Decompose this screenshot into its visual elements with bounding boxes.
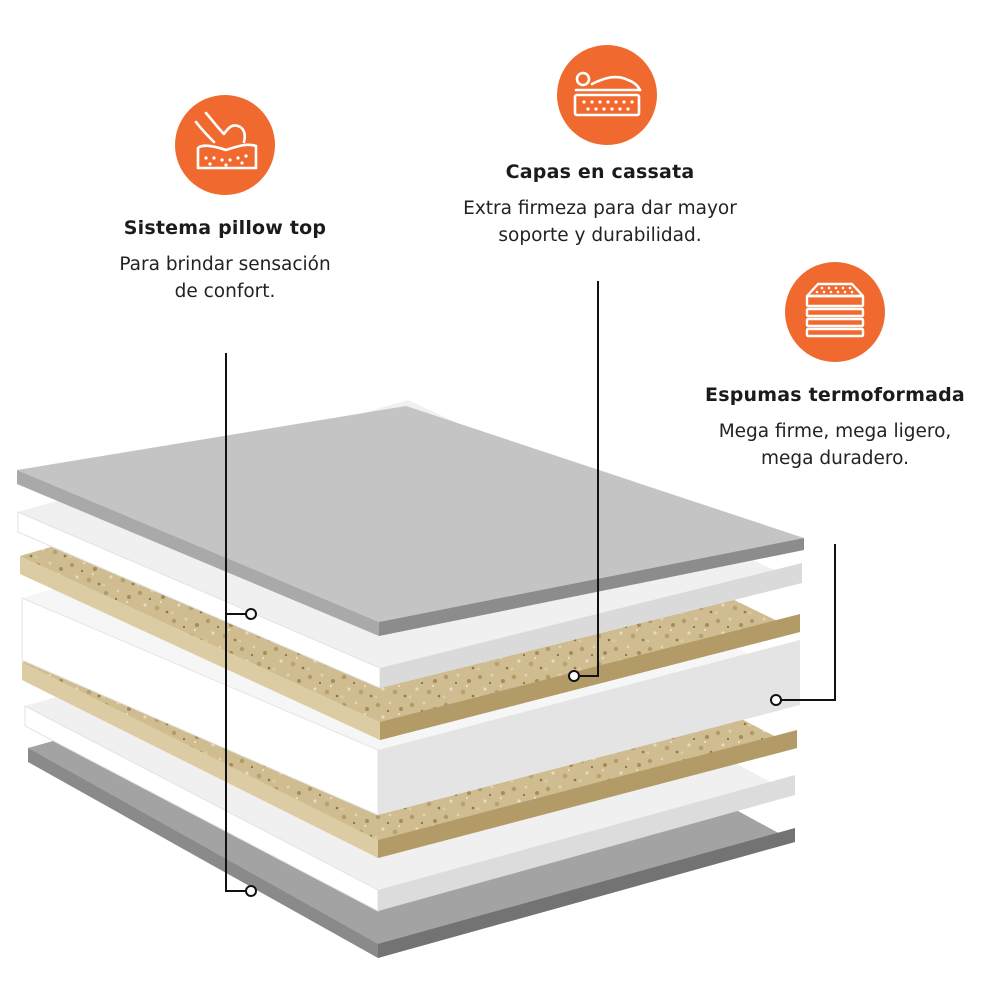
leader-line-espumas: [770, 544, 836, 706]
callout-description-line: de confort.: [174, 281, 276, 302]
leader-line-cassata: [568, 281, 599, 682]
callout-description-line: soporte y durabilidad.: [498, 225, 702, 246]
callout-description: Mega firme, mega ligero, mega duradero.: [690, 418, 980, 472]
hand-pressing-foam-icon: [175, 95, 275, 195]
callout-pillow-top: Sistema pillow top Para brindar sensació…: [75, 217, 375, 305]
callout-description-line: Mega firme, mega ligero,: [718, 421, 952, 442]
callout-description-line: Extra firmeza para dar mayor: [463, 198, 737, 219]
callout-description-line: mega duradero.: [761, 448, 909, 469]
callout-description: Para brindar sensación de confort.: [75, 251, 375, 305]
callout-description-line: Para brindar sensación: [119, 254, 331, 275]
person-lying-on-mattress-icon: [557, 45, 657, 145]
callout-title: Espumas termoformada: [705, 384, 965, 406]
callout-cassata: Capas en cassata Extra firmeza para dar …: [420, 161, 780, 249]
callout-espumas: Espumas termoformada Mega firme, mega li…: [690, 384, 980, 472]
callout-title: Capas en cassata: [505, 161, 695, 183]
layer-pillow-top-cover: [17, 406, 804, 636]
leader-line-pillow: [225, 353, 257, 897]
callout-title: Sistema pillow top: [123, 217, 327, 239]
layered-mattress-icon: [785, 262, 885, 362]
callout-description: Extra firmeza para dar mayor soporte y d…: [420, 195, 780, 249]
